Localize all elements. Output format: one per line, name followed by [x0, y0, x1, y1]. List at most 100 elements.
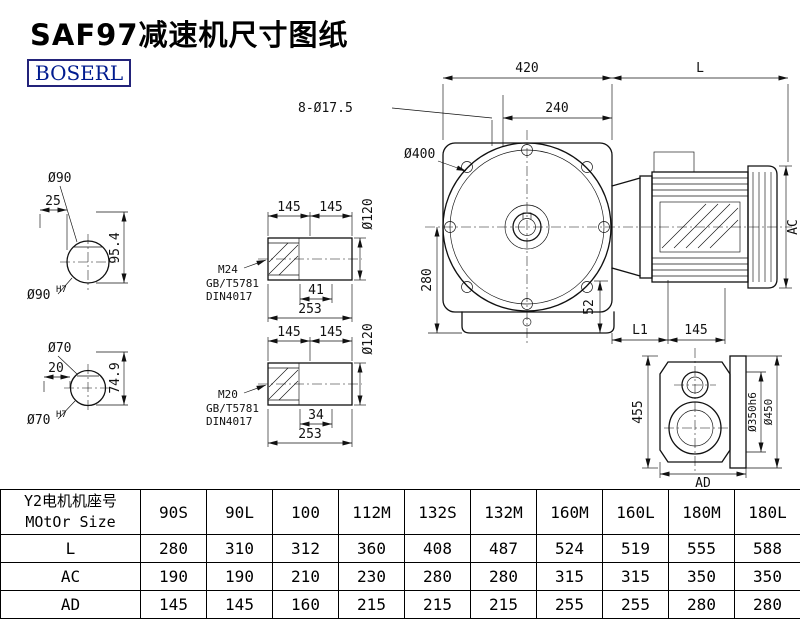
col-header: 160M	[536, 489, 603, 535]
label-std-din-b: DIN4017	[206, 415, 252, 428]
dim-253: 253	[298, 302, 321, 317]
cell: 310	[206, 534, 273, 563]
dim-145-c: 145	[277, 325, 300, 340]
cell: 145	[140, 590, 207, 619]
cell: 215	[404, 590, 471, 619]
dim-dia-350: Ø350h6	[746, 392, 759, 432]
dim-bore-70: Ø70	[27, 413, 50, 428]
cell: 215	[338, 590, 405, 619]
dim-240: 240	[545, 101, 568, 116]
cell: 280	[404, 562, 471, 591]
col-header: 100	[272, 489, 339, 535]
cell: 315	[602, 562, 669, 591]
cell: 280	[140, 534, 207, 563]
dim-20: 20	[48, 361, 64, 376]
cell: 160	[272, 590, 339, 619]
cell: 280	[734, 590, 800, 619]
col-header: 90S	[140, 489, 207, 535]
cell: 519	[602, 534, 669, 563]
cell: 210	[272, 562, 339, 591]
dim-dia-120: Ø120	[361, 198, 376, 229]
motor-size-table: Y2电机机座号 MOtOr Size 90S 90L 100 112M 132S…	[0, 489, 800, 619]
view-shaft-m20: 145 145 Ø120 M20 GB/T5781 DIN4017 34 253	[206, 323, 376, 447]
row-label: L	[0, 534, 141, 563]
col-header: 112M	[338, 489, 405, 535]
cell: 280	[668, 590, 735, 619]
dim-dia-70: Ø70	[48, 341, 71, 356]
dimension-drawing: Ø90 25 95.4 Ø90 H7 Ø70 20 74.9 Ø70 H7	[27, 61, 800, 490]
table-header-row: Y2电机机座号 MOtOr Size 90S 90L 100 112M 132S…	[0, 489, 800, 535]
table-header-motor-size: Y2电机机座号 MOtOr Size	[0, 489, 141, 535]
cell: 190	[206, 562, 273, 591]
dim-455: 455	[631, 400, 646, 423]
dim-145-d: 145	[319, 325, 342, 340]
dim-holes: 8-Ø17.5	[298, 101, 353, 116]
dim-bore-90-fit: H7	[56, 285, 67, 295]
label-std-din: DIN4017	[206, 290, 252, 303]
label-std-gb-b: GB/T5781	[206, 402, 259, 415]
dim-145-motor: 145	[684, 323, 707, 338]
label-thread-m20: M20	[218, 388, 238, 401]
cell: 190	[140, 562, 207, 591]
cell: 350	[734, 562, 800, 591]
cell: 408	[404, 534, 471, 563]
dim-34: 34	[308, 408, 324, 423]
col-header: 132S	[404, 489, 471, 535]
dim-280: 280	[420, 268, 435, 291]
dim-253-b: 253	[298, 427, 321, 442]
label-std-gb: GB/T5781	[206, 277, 259, 290]
dim-dia-400: Ø400	[404, 147, 435, 162]
view-side: 455 Ø350h6 Ø450 AD	[631, 348, 782, 490]
cell: 555	[668, 534, 735, 563]
table-row: AC 190 190 210 230 280 280 315 315 350 3…	[0, 562, 800, 591]
row-label: AD	[0, 590, 141, 619]
view-shaft-end-90: Ø90 25 95.4 Ø90 H7	[27, 171, 128, 303]
cell: 360	[338, 534, 405, 563]
dim-145-b: 145	[319, 200, 342, 215]
cell: 280	[470, 562, 537, 591]
dim-145-a: 145	[277, 200, 300, 215]
table-header-line1: Y2电机机座号	[23, 492, 118, 510]
cell: 312	[272, 534, 339, 563]
brand-logo: BOSERL	[27, 59, 132, 87]
dim-420: 420	[515, 61, 538, 76]
cell: 230	[338, 562, 405, 591]
col-header: 180L	[734, 489, 800, 535]
row-label: AC	[0, 562, 141, 591]
cell: 524	[536, 534, 603, 563]
dim-25: 25	[45, 194, 61, 209]
dim-95-4: 95.4	[108, 232, 123, 263]
table-row: L 280 310 312 360 408 487 524 519 555 58…	[0, 534, 800, 563]
view-shaft-m24: 145 145 Ø120 M24 GB/T5781 DIN4017 41 253	[206, 198, 376, 322]
dim-74-9: 74.9	[108, 362, 123, 393]
cell: 255	[602, 590, 669, 619]
dim-dia-450: Ø450	[762, 399, 775, 426]
dim-AC: AC	[786, 219, 800, 235]
view-shaft-end-70: Ø70 20 74.9 Ø70 H7	[27, 341, 128, 428]
cell: 215	[470, 590, 537, 619]
dim-AD: AD	[695, 476, 711, 490]
label-thread-m24: M24	[218, 263, 238, 276]
page-title: SAF97减速机尺寸图纸	[30, 18, 349, 52]
dim-bore-90: Ø90	[27, 288, 50, 303]
dim-52: 52	[582, 299, 597, 315]
dim-L: L	[696, 61, 704, 76]
cell: 487	[470, 534, 537, 563]
table-header-line2: MOtOr Size	[25, 513, 116, 531]
cell: 350	[668, 562, 735, 591]
dim-41: 41	[308, 283, 324, 298]
col-header: 180M	[668, 489, 735, 535]
col-header: 160L	[602, 489, 669, 535]
cell: 255	[536, 590, 603, 619]
table-row: AD 145 145 160 215 215 215 255 255 280 2…	[0, 590, 800, 619]
view-front: 420 L 8-Ø17.5 240 Ø400 280 52 AC L1 145	[298, 61, 800, 345]
dim-dia-120-b: Ø120	[361, 323, 376, 354]
dim-L1: L1	[632, 323, 648, 338]
cell: 588	[734, 534, 800, 563]
col-header: 90L	[206, 489, 273, 535]
cell: 145	[206, 590, 273, 619]
cell: 315	[536, 562, 603, 591]
dim-bore-70-fit: H7	[56, 410, 67, 420]
dim-dia-90: Ø90	[48, 171, 71, 186]
